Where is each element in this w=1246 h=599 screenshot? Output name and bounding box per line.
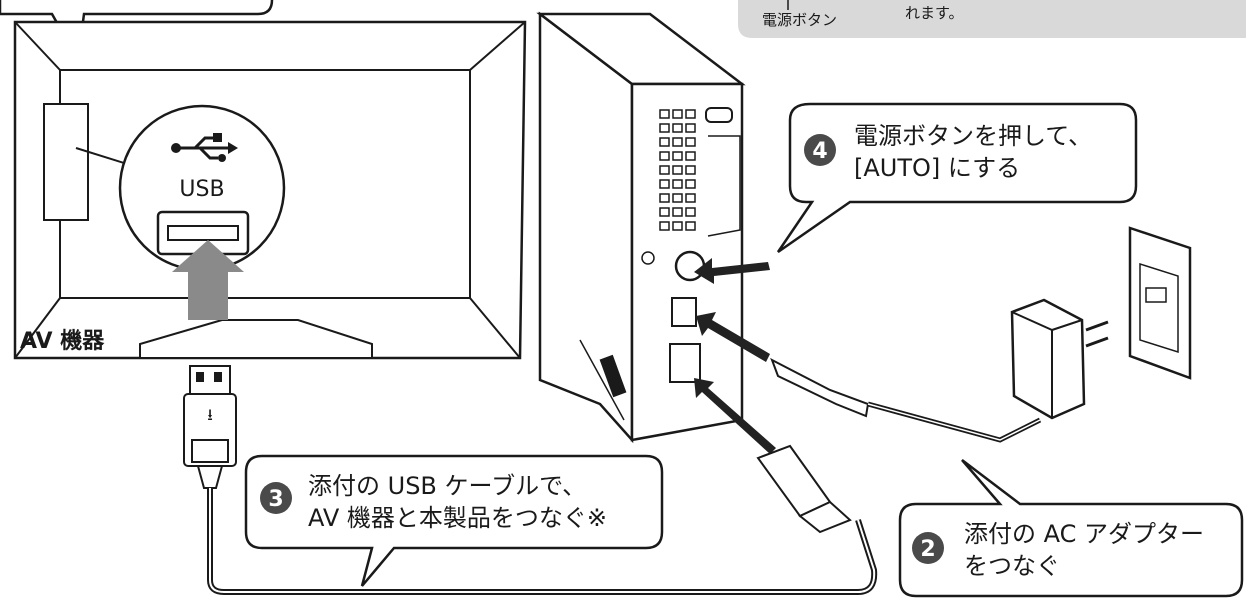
av-device-tv: USB AV 機器 <box>13 20 527 360</box>
insert-arrows <box>694 258 776 454</box>
ac-adapter <box>770 298 1109 443</box>
usb-icon <box>171 133 238 162</box>
step-4-badge <box>804 134 836 166</box>
step-3-number: 3 <box>268 487 283 512</box>
dc-in-port <box>671 297 697 327</box>
hdd-device <box>536 11 746 444</box>
step-3-line1: 添付の USB ケーブルで、 <box>308 472 586 500</box>
power-button <box>674 250 706 282</box>
step-4-callout: 4 電源ボタンを押して、 [AUTO] にする <box>776 102 1138 254</box>
step-2-line2: をつなぐ <box>964 552 1060 580</box>
av-device-label: AV 機器 <box>20 329 105 354</box>
usb-b-port <box>669 343 701 383</box>
step-2-line1: 添付の AC アダプター <box>964 520 1204 548</box>
power-button-caption: 電源ボタン <box>762 11 837 29</box>
step-4-line2: [AUTO] にする <box>854 154 1020 182</box>
note-text: れます。 <box>905 4 964 22</box>
step-3-line2: AV 機器と本製品をつなぐ※ <box>308 504 607 532</box>
wall-outlet <box>1128 226 1192 380</box>
step-4-line1: 電源ボタンを押して、 <box>854 122 1092 150</box>
usb-cable: ⭳ <box>183 365 878 595</box>
step-2-callout: 2 添付の AC アダプター をつなぐ <box>898 459 1244 598</box>
usb-port-label: USB <box>179 177 224 202</box>
usb-b-plug <box>756 444 852 534</box>
top-note: 電源ボタン れます。 <box>738 0 1246 38</box>
step-4-number: 4 <box>812 139 827 164</box>
step-2-number: 2 <box>920 537 935 562</box>
step-3-badge <box>260 482 292 514</box>
svg-text:⭳: ⭳ <box>207 405 213 424</box>
step-3-callout: 3 添付の USB ケーブルで、 AV 機器と本製品をつなぐ※ <box>244 454 664 587</box>
tv-side-panel <box>43 103 89 221</box>
step-2-badge <box>912 532 944 564</box>
plug-in-arrow <box>172 240 244 320</box>
